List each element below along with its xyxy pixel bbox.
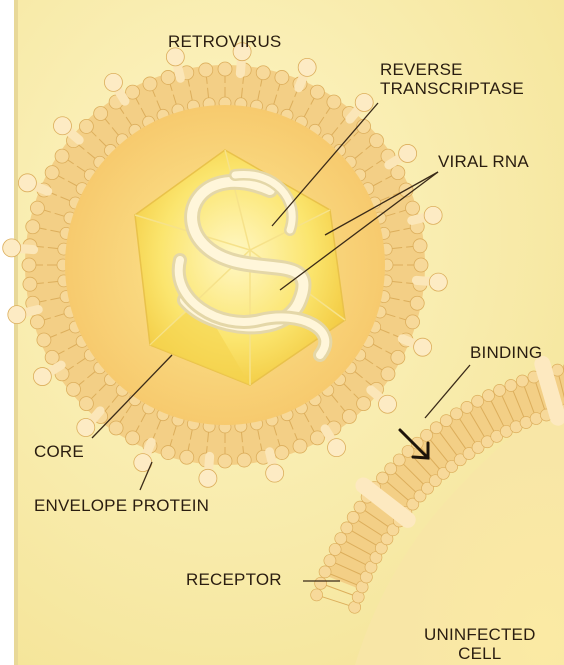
lipid-head bbox=[275, 446, 289, 460]
cell-lipid-head bbox=[430, 422, 442, 434]
lipid-head bbox=[414, 258, 428, 272]
cell-lipid-head bbox=[377, 472, 389, 484]
left-page-edge bbox=[0, 0, 14, 665]
envelope-protein-knob bbox=[355, 93, 373, 111]
lipid-head bbox=[237, 453, 251, 467]
label-viral-rna: VIRAL RNA bbox=[438, 152, 529, 171]
lipid-head bbox=[342, 410, 356, 424]
lipid-head bbox=[109, 421, 123, 435]
lipid-head bbox=[199, 63, 213, 77]
lipid-head bbox=[410, 296, 424, 310]
envelope-protein-knob bbox=[18, 174, 36, 192]
lipid-head bbox=[310, 85, 324, 99]
cell-lipid-head bbox=[354, 501, 366, 513]
envelope-protein-knob bbox=[379, 395, 397, 413]
lipid-head bbox=[357, 397, 371, 411]
lipid-head bbox=[218, 454, 232, 468]
cell-lipid-head bbox=[402, 445, 414, 457]
lipid-head bbox=[45, 350, 59, 364]
cell-lipid-head bbox=[494, 384, 506, 396]
lipid-head bbox=[256, 66, 270, 80]
lipid-head bbox=[161, 446, 175, 460]
cell-lipid-head bbox=[329, 543, 341, 555]
lipid-head bbox=[370, 134, 384, 148]
cell-lipid-head bbox=[483, 390, 495, 402]
left-page-shadow bbox=[14, 0, 18, 665]
envelope-protein-knob bbox=[77, 419, 95, 437]
lipid-head bbox=[79, 397, 93, 411]
label-envelope-protein: ENVELOPE PROTEIN bbox=[34, 496, 209, 515]
envelope-protein-knob bbox=[424, 206, 442, 224]
lipid-head bbox=[310, 431, 324, 445]
lipid-head bbox=[37, 333, 51, 347]
lipid-head bbox=[143, 77, 157, 91]
lipid-head bbox=[126, 431, 140, 445]
cell-lipid-head bbox=[505, 379, 517, 391]
cell-lipid-head bbox=[516, 375, 528, 387]
lipid-head bbox=[327, 95, 341, 109]
cell-lipid-head bbox=[440, 415, 452, 427]
lipid-head bbox=[391, 350, 405, 364]
cell-lipid-head bbox=[450, 408, 462, 420]
lipid-head bbox=[406, 201, 420, 215]
lipid-head bbox=[26, 220, 40, 234]
envelope-protein-knob bbox=[8, 306, 26, 324]
lipid-head bbox=[293, 439, 307, 453]
lipid-head bbox=[94, 106, 108, 120]
lipid-head bbox=[357, 119, 371, 133]
cell-lipid-head bbox=[324, 555, 336, 567]
lipid-head bbox=[180, 450, 194, 464]
envelope-protein-knob bbox=[53, 117, 71, 135]
cell-lipid-head bbox=[315, 577, 327, 589]
label-receptor: RECEPTOR bbox=[186, 570, 282, 589]
lipid-head bbox=[126, 85, 140, 99]
cell-lipid-head bbox=[347, 511, 359, 523]
lipid-head bbox=[79, 119, 93, 133]
cell-lipid-head bbox=[311, 589, 323, 601]
label-core: CORE bbox=[34, 442, 84, 461]
envelope-protein-knob bbox=[33, 368, 51, 386]
lipid-head bbox=[30, 201, 44, 215]
lipid-head bbox=[161, 70, 175, 84]
lipid-head bbox=[406, 315, 420, 329]
lipid-head bbox=[22, 258, 36, 272]
envelope-protein-knob bbox=[104, 73, 122, 91]
lipid-head bbox=[413, 239, 427, 253]
lipid-head bbox=[30, 315, 44, 329]
label-reverse-transcriptase: REVERSE TRANSCRIPTASE bbox=[380, 60, 524, 98]
cell-lipid-head bbox=[472, 395, 484, 407]
envelope-protein-knob bbox=[429, 273, 447, 291]
cell-lipid-head bbox=[341, 522, 353, 534]
lipid-head bbox=[275, 70, 289, 84]
envelope-protein-knob bbox=[328, 439, 346, 457]
lipid-head bbox=[66, 382, 80, 396]
lipid-head bbox=[381, 367, 395, 381]
envelope-protein-knob bbox=[199, 469, 217, 487]
lipid-head bbox=[45, 166, 59, 180]
envelope-protein-knob bbox=[414, 338, 432, 356]
envelope-protein-knob bbox=[3, 239, 21, 257]
cell-lipid-head bbox=[461, 401, 473, 413]
envelope-protein-knob bbox=[399, 144, 417, 162]
cell-lipid-head bbox=[319, 566, 331, 578]
envelope-protein-knob bbox=[298, 58, 316, 76]
cell-lipid-head bbox=[335, 533, 347, 545]
lipid-head bbox=[218, 62, 232, 76]
envelope-protein-knob bbox=[266, 464, 284, 482]
lipid-head bbox=[55, 149, 69, 163]
label-retrovirus: RETROVIRUS bbox=[168, 32, 281, 51]
lipid-head bbox=[391, 166, 405, 180]
label-uninfected-cell: UNINFECTED CELL bbox=[424, 625, 536, 663]
cell-lipid-head bbox=[421, 429, 433, 441]
lipid-head bbox=[23, 277, 37, 291]
label-binding: BINDING bbox=[470, 343, 542, 362]
